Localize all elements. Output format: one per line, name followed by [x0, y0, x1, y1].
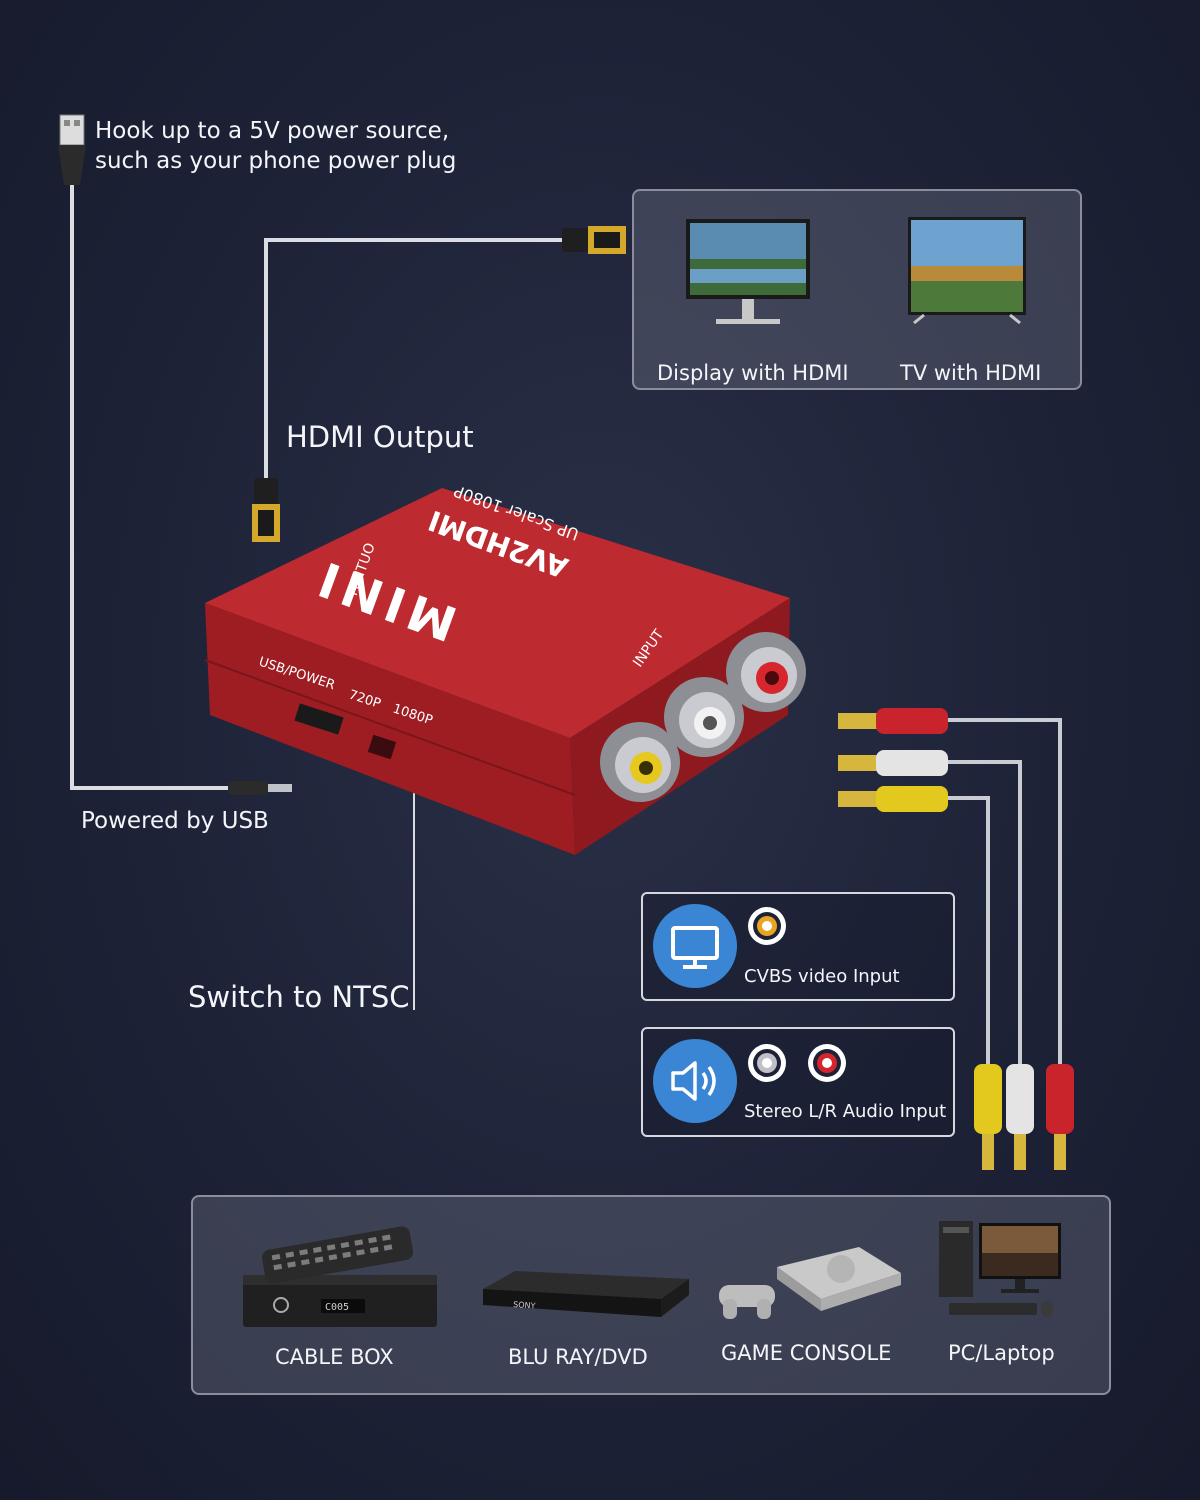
output-tv-label: TV with HDMI — [900, 361, 1042, 385]
rca-red-icon — [808, 1044, 846, 1082]
audio-input-label: Stereo L/R Audio Input — [744, 1101, 947, 1122]
svg-text:C005: C005 — [325, 1302, 349, 1313]
pc-icon — [939, 1221, 1061, 1317]
source-game-console-label: GAME CONSOLE — [721, 1341, 892, 1365]
av2hdmi-converter: MINI AV2HDMI UP Scaler 1080P OUTPUT INPU… — [204, 481, 806, 855]
cable-box-icon: C005 — [243, 1226, 437, 1327]
hdmi-output-label: HDMI Output — [286, 420, 474, 454]
usb-power-note: Hook up to a 5V power source, such as yo… — [95, 116, 456, 176]
switch-ntsc-label: Switch to NTSC — [188, 980, 410, 1014]
tv-icon — [908, 217, 1026, 325]
source-game-console: GAME CONSOLE — [711, 1227, 911, 1377]
source-pc-label: PC/Laptop — [948, 1341, 1055, 1365]
usb-cable — [58, 114, 292, 795]
output-display: Display with HDMI — [644, 211, 854, 385]
source-bluray-dvd: SONY BLU RAY/DVD — [475, 1227, 695, 1377]
powered-by-usb-label: Powered by USB — [81, 808, 269, 834]
rca-white-icon — [748, 1044, 786, 1082]
game-console-icon — [719, 1247, 901, 1319]
rca-jack-yellow — [600, 722, 680, 802]
rca-jack-white — [664, 677, 744, 757]
source-cable-box: C005 CABLE BOX — [233, 1226, 443, 1377]
rca-cables — [838, 708, 1074, 1170]
hdmi-cable — [252, 226, 626, 542]
speaker-icon — [653, 1039, 737, 1123]
source-pc-laptop: PC/Laptop — [933, 1217, 1083, 1377]
cvbs-input-label: CVBS video Input — [744, 966, 900, 987]
source-bluray-label: BLU RAY/DVD — [508, 1345, 648, 1369]
usb-note-line2: such as your phone power plug — [95, 148, 457, 174]
usb-note-line1: Hook up to a 5V power source, — [95, 118, 450, 144]
output-tv: TV with HDMI — [864, 211, 1074, 385]
source-cable-box-label: CABLE BOX — [275, 1345, 394, 1369]
rca-yellow-icon — [748, 907, 786, 945]
monitor-icon — [686, 219, 810, 324]
output-devices-panel: Display with HDMI TV with HDMI — [632, 189, 1082, 390]
monitor-icon — [653, 904, 737, 988]
source-devices-panel: C005 CABLE BOX SONY BLU RAY — [191, 1195, 1111, 1395]
svg-text:SONY: SONY — [513, 1300, 536, 1311]
output-display-label: Display with HDMI — [657, 361, 849, 385]
rca-jack-red — [726, 632, 806, 712]
dvd-player-icon: SONY — [483, 1271, 689, 1317]
audio-input-box: Stereo L/R Audio Input — [641, 1027, 955, 1137]
cvbs-input-box: CVBS video Input — [641, 892, 955, 1001]
